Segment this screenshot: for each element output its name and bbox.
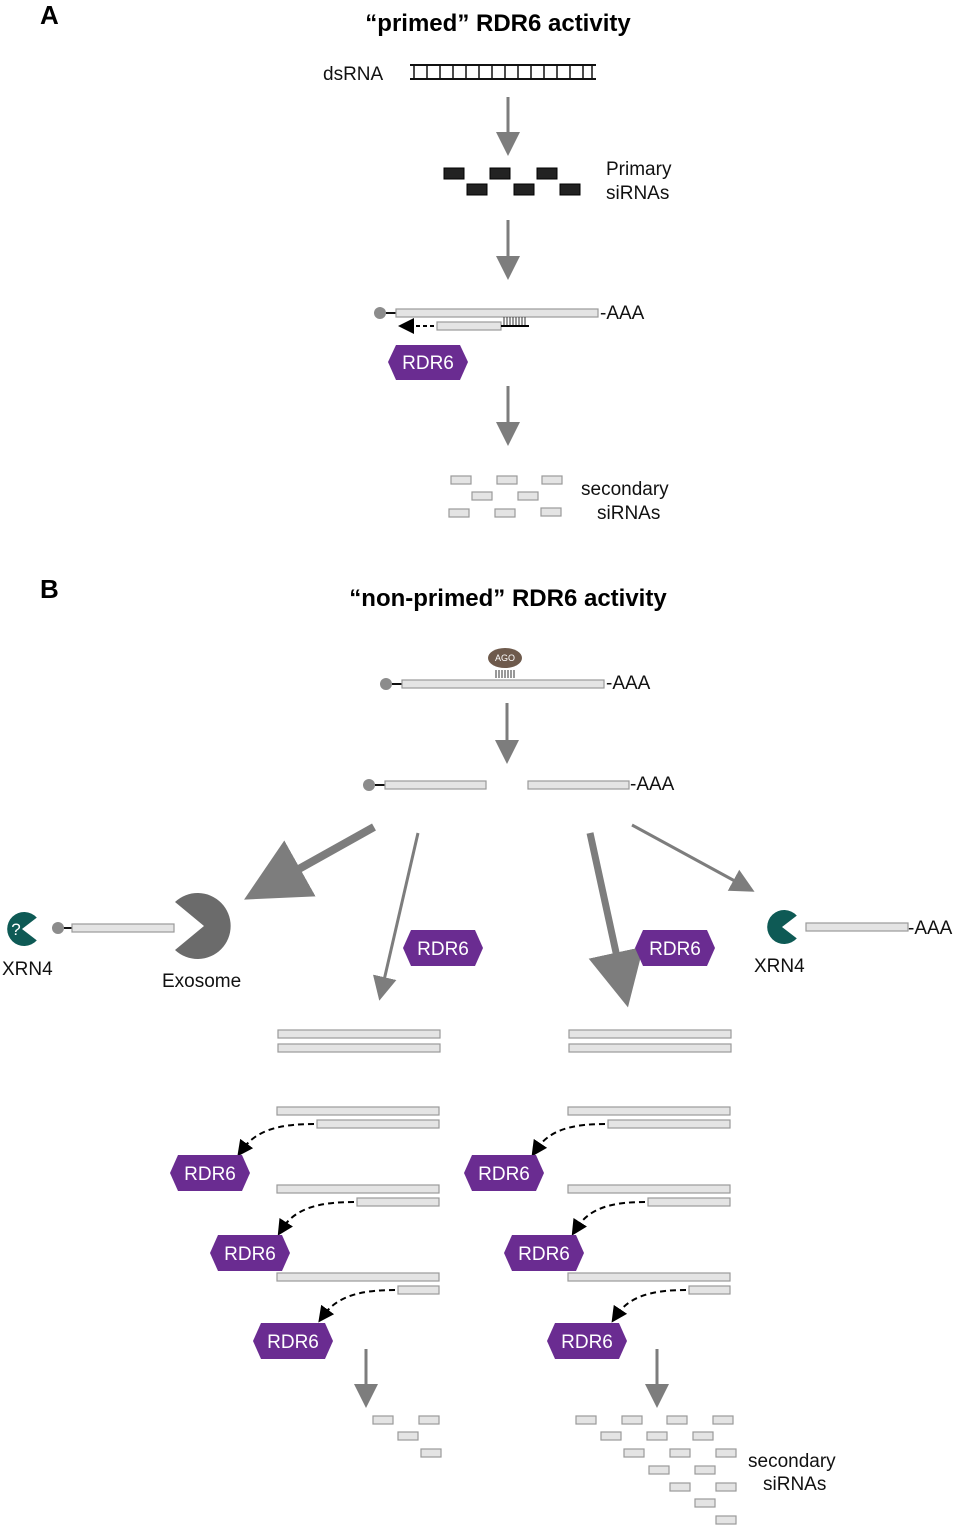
arrow-right-rdr6 (586, 832, 644, 1008)
ago-bound-mrna: AGO (380, 648, 605, 690)
secondary-sirnas-a-label-1: secondary (581, 479, 669, 500)
secondary-sirnas-b-label-2: siRNAs (763, 1474, 826, 1495)
rdr6-label: RDR6 (402, 353, 454, 374)
rdr6-hexagon-icon: RDR6 (635, 930, 715, 966)
rdr6-hexagon-icon: RDR6 (464, 1155, 544, 1191)
right-secondary-sirnas (575, 1415, 737, 1525)
xrn4-label-left: XRN4 (2, 959, 53, 980)
primed-mrna-template (374, 307, 599, 334)
xrn4-unknown-mark: ? (11, 920, 20, 939)
panel-a-letter: A (40, 0, 59, 30)
exosome-label: Exosome (162, 971, 241, 992)
left-cycle-1: RDR6 (170, 1106, 440, 1191)
right-cycle-2: RDR6 (504, 1184, 731, 1271)
xrn4-label-right: XRN4 (754, 956, 805, 977)
dsrna-label: dsRNA (323, 64, 384, 85)
cleaved-5prime-fragment (363, 779, 487, 791)
rdr6-label: RDR6 (184, 1164, 236, 1185)
secondary-sirnas-b-label-1: secondary (748, 1451, 836, 1472)
rdr6-label: RDR6 (561, 1332, 613, 1353)
secondary-sirnas-a (448, 475, 563, 518)
rdr6-label: RDR6 (224, 1244, 276, 1265)
rdr6-hexagon-icon: RDR6 (388, 345, 468, 380)
right-dsrna-product (568, 1029, 732, 1053)
rdr6-hexagon-icon: RDR6 (547, 1323, 627, 1359)
right-cycle-1: RDR6 (464, 1106, 731, 1191)
arrow-left-rdr6 (373, 832, 420, 1001)
panel-a-title: “primed” RDR6 activity (365, 10, 631, 37)
polya-label-a: -AAA (600, 303, 645, 324)
dsrna-ladder (410, 64, 596, 80)
degraded-5prime-fragment (71, 923, 175, 933)
primary-sirnas (443, 167, 581, 196)
left-cycle-3: RDR6 (253, 1272, 440, 1359)
xrn4-pacman-icon: ? (7, 912, 37, 947)
cap-dot-icon (380, 678, 392, 690)
arrow-to-xrn4 (631, 823, 755, 892)
rdr6-label: RDR6 (417, 939, 469, 960)
exosome-pacman-icon (175, 893, 231, 959)
rdr6-label: RDR6 (267, 1332, 319, 1353)
ago-label: AGO (495, 653, 515, 663)
left-cycle-2: RDR6 (210, 1184, 440, 1271)
primary-sirnas-label-1: Primary (606, 159, 672, 180)
polya-label-b3: -AAA (908, 918, 953, 939)
rdr6-label: RDR6 (518, 1244, 570, 1265)
degraded-3prime-fragment (805, 922, 909, 932)
ago-protein-icon: AGO (488, 648, 522, 668)
rdr6-hexagon-icon: RDR6 (504, 1235, 584, 1271)
panel-b-letter: B (40, 574, 59, 604)
rdr6-hexagon-icon: RDR6 (403, 930, 483, 966)
polya-label-b2: -AAA (630, 774, 675, 795)
cap-dot-icon (52, 922, 64, 934)
panel-b-title: “non-primed” RDR6 activity (349, 585, 667, 612)
rdr6-label: RDR6 (649, 939, 701, 960)
right-cycle-3: RDR6 (547, 1272, 731, 1359)
xrn4-pacman-icon (767, 910, 797, 945)
rdr6-hexagon-icon: RDR6 (210, 1235, 290, 1271)
rdr6-hexagon-icon: RDR6 (170, 1155, 250, 1191)
cleaved-3prime-fragment (527, 780, 630, 790)
rdr6-label: RDR6 (478, 1164, 530, 1185)
rdr6-hexagon-icon: RDR6 (253, 1323, 333, 1359)
arrow-to-exosome (244, 823, 376, 900)
secondary-sirnas-a-label-2: siRNAs (597, 503, 660, 524)
left-secondary-sirnas (372, 1415, 442, 1458)
primary-sirnas-label-2: siRNAs (606, 183, 669, 204)
polya-label-b1: -AAA (606, 673, 651, 694)
left-dsrna-product (277, 1029, 441, 1053)
cap-dot-icon (374, 307, 386, 319)
